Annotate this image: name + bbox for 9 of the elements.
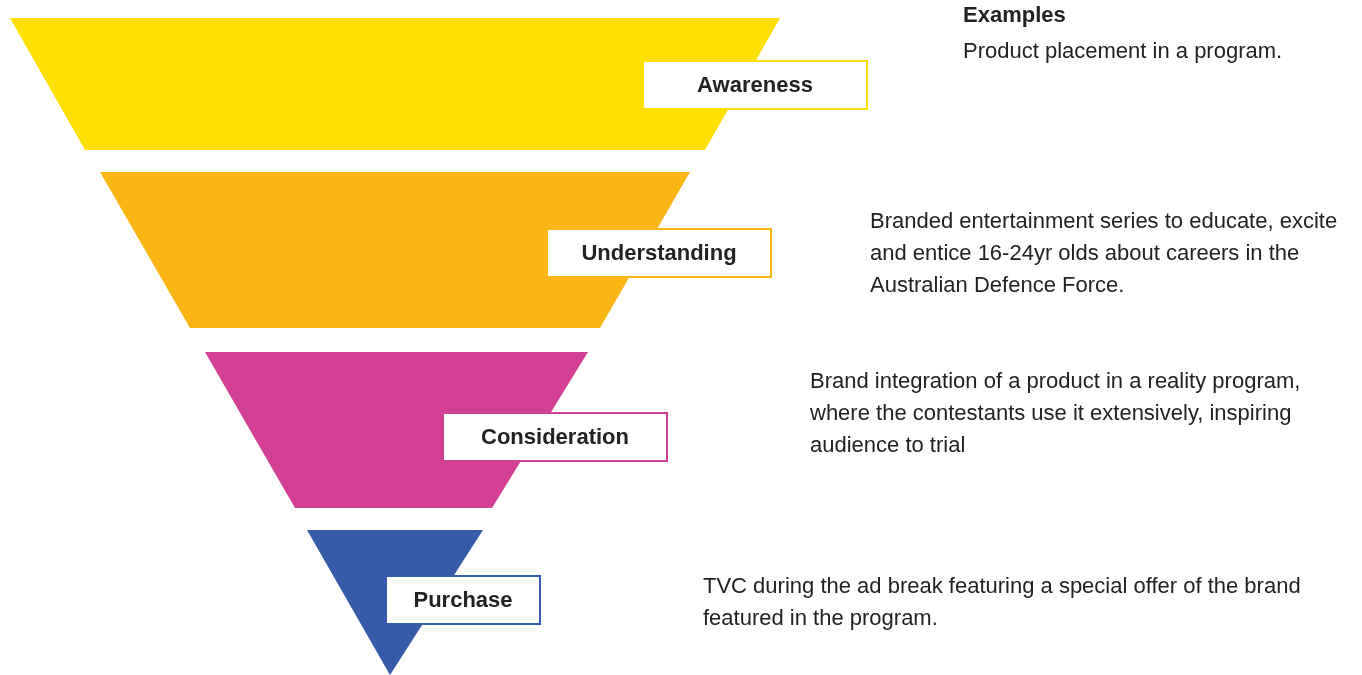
stage-label: Consideration <box>442 412 668 462</box>
stage-label: Awareness <box>642 60 868 110</box>
example-text: Brand integration of a product in a reality program, where the contestants use it extensively, inspiring audience to trial <box>810 367 1302 459</box>
column-heading: Examples <box>963 2 1067 28</box>
example-text: Product placement in a program. <box>963 37 1284 65</box>
stage-label: Understanding <box>546 228 772 278</box>
example-text: TVC during the ad break featuring a special offer of the brand featured in the program. <box>703 572 1302 632</box>
example-text: Branded entertainment series to educate, excite and entice 16-24yr olds about careers in the Australian Defence Force. <box>870 207 1339 299</box>
stage-label: Purchase <box>385 575 541 625</box>
